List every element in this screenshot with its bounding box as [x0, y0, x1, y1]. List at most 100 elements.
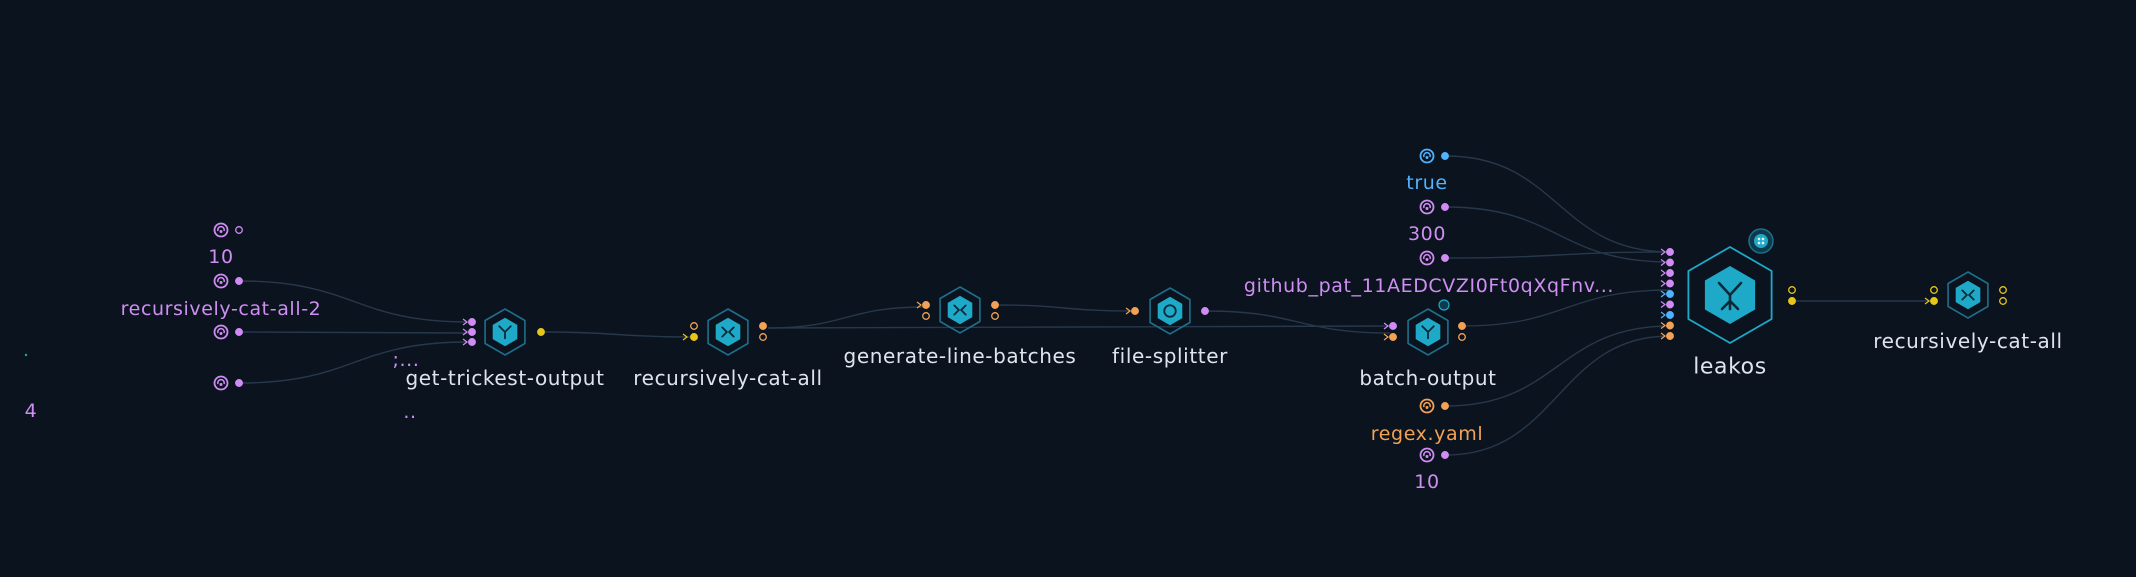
- port-dot[interactable]: [759, 322, 767, 330]
- value-300-label[interactable]: 300: [1407, 223, 1447, 245]
- port-dot[interactable]: [1999, 297, 2007, 305]
- value-node-icon[interactable]: [213, 222, 229, 238]
- node-glyph: [1961, 289, 1975, 301]
- connection-edge: [1205, 310, 1391, 334]
- port-dot[interactable]: [1666, 300, 1674, 309]
- badge-cell: [1761, 241, 1765, 245]
- port-dot[interactable]: [1666, 269, 1674, 277]
- port-dot[interactable]: [537, 328, 545, 336]
- value-node-ring: [213, 324, 229, 340]
- port-dot[interactable]: [1999, 286, 2007, 294]
- port-dot[interactable]: [235, 379, 243, 387]
- node-recursively-cat-all-output-label[interactable]: recursively-cat-all: [1873, 329, 2063, 353]
- value-recursively-cat-all-2-label[interactable]: recursively-cat-all-2: [120, 298, 322, 320]
- truncated-fragment-label: ;...: [392, 349, 420, 371]
- port-dot[interactable]: [1930, 286, 1938, 294]
- leakos-glyph: [1717, 281, 1743, 311]
- port-dot[interactable]: [1389, 322, 1397, 330]
- port-dot[interactable]: [1788, 286, 1796, 294]
- value-true-label[interactable]: true: [1406, 172, 1448, 194]
- port-dot[interactable]: [1131, 307, 1139, 315]
- leakos-node-icon[interactable]: [1687, 245, 1773, 345]
- port-dot[interactable]: [1441, 254, 1449, 262]
- port-dot[interactable]: [235, 328, 243, 336]
- port-dot[interactable]: [991, 301, 999, 309]
- port-dot[interactable]: [759, 333, 767, 341]
- port-dot[interactable]: [1201, 307, 1209, 315]
- node-glyph: [1421, 325, 1435, 340]
- value-github-pat-label[interactable]: github_pat_11AEDCVZI0Ft0qXqFnv...: [1243, 275, 1615, 297]
- value-regex-label[interactable]: regex.yaml: [1370, 423, 1484, 445]
- leakos-outer-hex: [1687, 245, 1773, 345]
- port-dot[interactable]: [1441, 402, 1449, 410]
- tool-node-icon[interactable]: [939, 286, 981, 334]
- port-dot[interactable]: [468, 328, 476, 336]
- value-node-glyph: [1423, 152, 1431, 158]
- value-10-bottom-label[interactable]: 10: [1414, 471, 1440, 493]
- status-badge-icon[interactable]: [1438, 299, 1450, 311]
- value-node-icon[interactable]: [213, 273, 229, 289]
- port-dot[interactable]: [235, 226, 243, 234]
- value-node-glyph: [217, 226, 225, 232]
- connection-edge: [239, 280, 469, 323]
- value-4-label[interactable]: 4: [24, 400, 38, 422]
- port-dot[interactable]: [1666, 321, 1674, 330]
- badge-cell: [1761, 237, 1765, 241]
- value-node-icon[interactable]: [1419, 148, 1435, 164]
- port-dot[interactable]: [1930, 297, 1938, 305]
- port-dot[interactable]: [1441, 203, 1449, 211]
- grid-badge-icon[interactable]: [1748, 228, 1774, 254]
- port-dot[interactable]: [235, 277, 243, 285]
- port-dot[interactable]: [690, 322, 698, 330]
- value-node-center: [1425, 207, 1429, 210]
- value-node-glyph: [1423, 451, 1431, 457]
- node-inner-hex: [1157, 296, 1183, 326]
- node-generate-line-batches-label[interactable]: generate-line-batches: [843, 344, 1077, 368]
- tool-node-icon[interactable]: [1149, 287, 1191, 335]
- value-node-icon[interactable]: [213, 324, 229, 340]
- port-dot[interactable]: [1441, 152, 1449, 160]
- tool-node-icon[interactable]: [1947, 271, 1989, 319]
- value-node-icon[interactable]: [1419, 199, 1435, 215]
- value-10-top-label[interactable]: 10: [208, 246, 234, 268]
- connection-edge: [767, 306, 925, 329]
- node-outer-hex: [1947, 271, 1989, 319]
- port-dot[interactable]: [1666, 279, 1674, 288]
- port-dot[interactable]: [690, 333, 698, 341]
- value-node-icon[interactable]: [1419, 250, 1435, 266]
- value-node-ring: [1419, 447, 1435, 463]
- node-layer: [213, 148, 1989, 463]
- port-arrow-icon: [1383, 333, 1389, 341]
- port-dot[interactable]: [1458, 333, 1466, 341]
- port-dot[interactable]: [1666, 248, 1674, 256]
- port-arrow-icon: [1660, 301, 1666, 308]
- value-node-icon[interactable]: [1419, 398, 1435, 414]
- port-dot[interactable]: [1458, 322, 1466, 330]
- port-dot[interactable]: [1788, 297, 1796, 305]
- node-file-splitter-label[interactable]: file-splitter: [1112, 344, 1228, 368]
- port-dot[interactable]: [991, 312, 999, 320]
- port-dot[interactable]: [468, 318, 476, 326]
- port-dot[interactable]: [1666, 258, 1674, 267]
- port-dot[interactable]: [1666, 290, 1674, 298]
- port-dot[interactable]: [922, 301, 930, 309]
- node-recursively-cat-all-label[interactable]: recursively-cat-all: [633, 366, 823, 390]
- tool-node-icon[interactable]: [707, 308, 749, 356]
- node-get-trickest-output-label[interactable]: get-trickest-output: [405, 366, 605, 390]
- port-dot[interactable]: [1441, 451, 1449, 459]
- port-dot[interactable]: [1666, 311, 1674, 319]
- port-dot[interactable]: [922, 312, 930, 320]
- port-arrow-icon: [462, 328, 468, 336]
- tool-node-icon[interactable]: [1407, 308, 1449, 356]
- port-dot[interactable]: [1389, 333, 1397, 341]
- value-node-icon[interactable]: [213, 375, 229, 391]
- node-leakos-label[interactable]: leakos: [1693, 354, 1767, 380]
- port-arrow-icon: [1660, 332, 1666, 340]
- value-node-glyph: [217, 328, 225, 334]
- port-dot[interactable]: [468, 338, 476, 346]
- tool-node-icon[interactable]: [484, 308, 526, 356]
- node-batch-output-label[interactable]: batch-output: [1359, 366, 1497, 390]
- port-dot[interactable]: [1666, 332, 1674, 340]
- value-node-icon[interactable]: [1419, 447, 1435, 463]
